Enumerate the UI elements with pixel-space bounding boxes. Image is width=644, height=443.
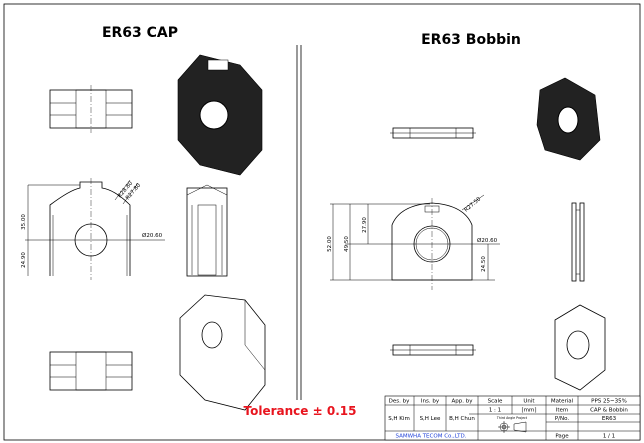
bobbin-isometric-view-2 [554, 304, 606, 391]
app-by-value: B,H Chun [449, 416, 475, 422]
cap-dim-35: 35.00 [21, 214, 27, 230]
unit-value: [mm] [521, 408, 536, 414]
cap-bottom-view [49, 351, 133, 391]
cap-front-view [25, 178, 165, 280]
bobbin-dim-52: 52.00 [327, 236, 333, 252]
projection-label: Third Angle Project [496, 416, 528, 420]
scale-label: Scale [488, 399, 503, 405]
unit-label: Unit [523, 399, 535, 405]
page-label: Page [555, 434, 569, 440]
bobbin-title: ER63 Bobbin [421, 32, 521, 48]
company-name: SAMWHA TECOM Co.,LTD. [396, 434, 467, 440]
title-block [384, 395, 641, 441]
third-angle-projection-icon [498, 421, 527, 433]
bobbin-isometric-view [536, 77, 601, 161]
cap-top-view [49, 85, 133, 133]
bobbin-side-view [571, 202, 585, 282]
cap-dim-diameter: Ø20.60 [142, 232, 163, 239]
ins-by-label: Ins. by [421, 399, 440, 405]
des-by-value: S,H Kim [388, 416, 410, 422]
cap-side-view [186, 184, 228, 277]
page-value: 1 / 1 [603, 434, 615, 440]
material-label: Material [551, 399, 574, 405]
bobbin-bottom-view [390, 344, 476, 356]
item-label: Item [556, 408, 569, 414]
ins-by-value: S,H Lee [420, 416, 441, 422]
cap-dim-24-90: 24.90 [21, 252, 27, 268]
app-by-label: App. by [452, 399, 474, 405]
bobbin-dim-49-50: 49.50 [344, 236, 350, 252]
cap-isometric-view [177, 54, 263, 176]
pno-label: P/No. [555, 416, 570, 422]
bobbin-dim-27-90: 27.90 [362, 217, 368, 233]
pno-value: ER63 [602, 416, 617, 422]
bobbin-dim-diameter: Ø20.60 [477, 237, 498, 244]
bobbin-dim-r27-50: R27.50 [463, 196, 482, 213]
cap-isometric-view-2 [179, 294, 266, 411]
bobbin-top-view [390, 127, 476, 139]
tolerance-note: Tolerance ± 0.15 [244, 404, 357, 418]
des-by-label: Des. by [389, 399, 410, 405]
drawing-border [3, 3, 641, 441]
bobbin-front-view [330, 194, 500, 290]
scale-value: 1 : 1 [489, 408, 501, 414]
material-value: PPS 25~35% [591, 399, 627, 405]
bobbin-dim-24-50: 24.50 [481, 256, 487, 272]
item-value: CAP & Bobbin [590, 408, 628, 414]
cap-title: ER63 CAP [102, 25, 178, 41]
